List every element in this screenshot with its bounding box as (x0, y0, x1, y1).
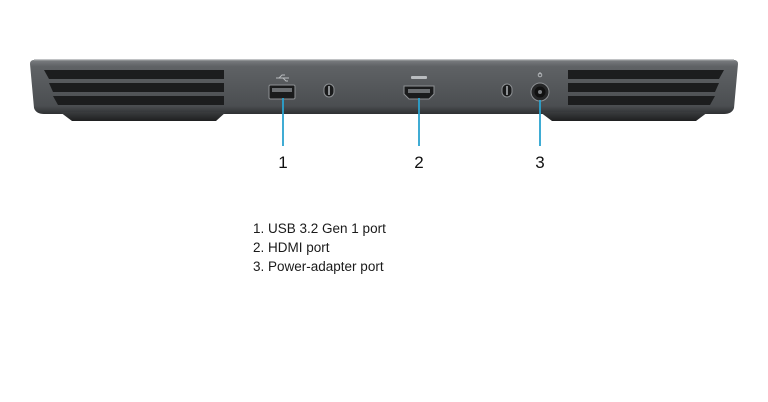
callout-lines (282, 98, 541, 146)
usb-logo-icon (276, 74, 289, 82)
power-adapter-port-icon (530, 82, 550, 102)
callout-number-2: 2 (414, 153, 423, 172)
legend-item-hdmi: 2. HDMI port (253, 240, 330, 255)
lock-slot-icon (323, 83, 335, 98)
vent-left (44, 70, 224, 105)
callout-number-1: 1 (278, 153, 287, 172)
vent-slot (44, 70, 224, 79)
vent-slot (49, 83, 224, 92)
callout-number-3: 3 (535, 153, 544, 172)
legend-item-power: 3. Power-adapter port (253, 259, 384, 274)
hdmi-port-icon (403, 85, 435, 100)
vent-slot (568, 83, 719, 92)
vent-slot (53, 96, 224, 105)
chassis-rubber-foot-left (60, 112, 226, 121)
hdmi-logo-icon (411, 76, 427, 79)
vent-slot (568, 96, 715, 105)
port-legend: 1. USB 3.2 Gen 1 port 2. HDMI port 3. Po… (253, 219, 386, 276)
vent-right (568, 70, 724, 105)
lock-slot-icon (501, 83, 513, 98)
vent-slot (568, 70, 724, 79)
power-logo-icon (537, 72, 543, 78)
usb-port-icon (268, 84, 296, 100)
legend-item-usb: 1. USB 3.2 Gen 1 port (253, 221, 386, 236)
chassis-rubber-foot-right (540, 112, 708, 121)
